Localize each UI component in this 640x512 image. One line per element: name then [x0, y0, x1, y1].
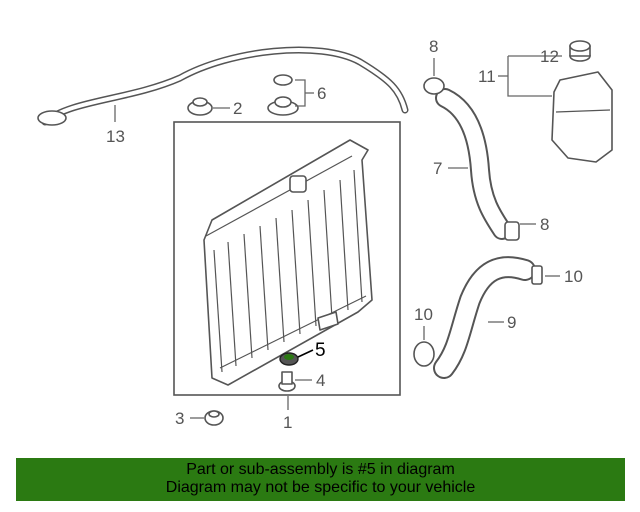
- callout-9: 9: [507, 313, 516, 332]
- callout-1: 1: [283, 413, 292, 432]
- mounting-nut: [278, 371, 296, 392]
- hose-clamp-top: [423, 77, 445, 95]
- hose-clamp-lower: [504, 221, 520, 241]
- callout-10-left: 10: [414, 305, 433, 324]
- callout-10-right: 10: [564, 267, 583, 286]
- upper-hose: [435, 88, 512, 240]
- banner-line-2: Diagram may not be specific to your vehi…: [165, 479, 476, 496]
- callout-2: 2: [233, 99, 242, 118]
- callout-4: 4: [316, 371, 325, 390]
- callout-12: 12: [540, 47, 559, 66]
- lower-hose: [433, 256, 536, 379]
- radiator: [203, 139, 373, 386]
- bushing: [187, 97, 213, 116]
- drain-plug: [204, 410, 224, 426]
- overflow-hose: [37, 46, 409, 126]
- reservoir-cap: [569, 40, 591, 62]
- radiator-assembly-frame: [173, 121, 401, 396]
- callout-8-lower: 8: [540, 215, 549, 234]
- callout-5: 5: [315, 340, 326, 361]
- banner-line-1: Part or sub-assembly is #5 in diagram: [186, 461, 455, 478]
- callout-13: 13: [106, 127, 125, 146]
- callout-7: 7: [433, 159, 442, 178]
- callout-6: 6: [317, 84, 326, 103]
- hose-clamp-right: [531, 265, 543, 285]
- coolant-reservoir: [551, 71, 613, 163]
- callout-8-top: 8: [429, 37, 438, 56]
- callout-11: 11: [478, 67, 496, 86]
- leader-lines: [114, 55, 562, 419]
- upper-mount: [267, 74, 299, 116]
- info-banner: Part or sub-assembly is #5 in diagram Di…: [16, 458, 625, 501]
- parts-diagram: 1 2 3 4 5 6 7 8 8 9 10 10 11 12 13: [37, 37, 613, 432]
- hose-clamp-left: [413, 341, 435, 367]
- callout-3: 3: [175, 409, 184, 428]
- highlighted-cushion: [279, 352, 299, 366]
